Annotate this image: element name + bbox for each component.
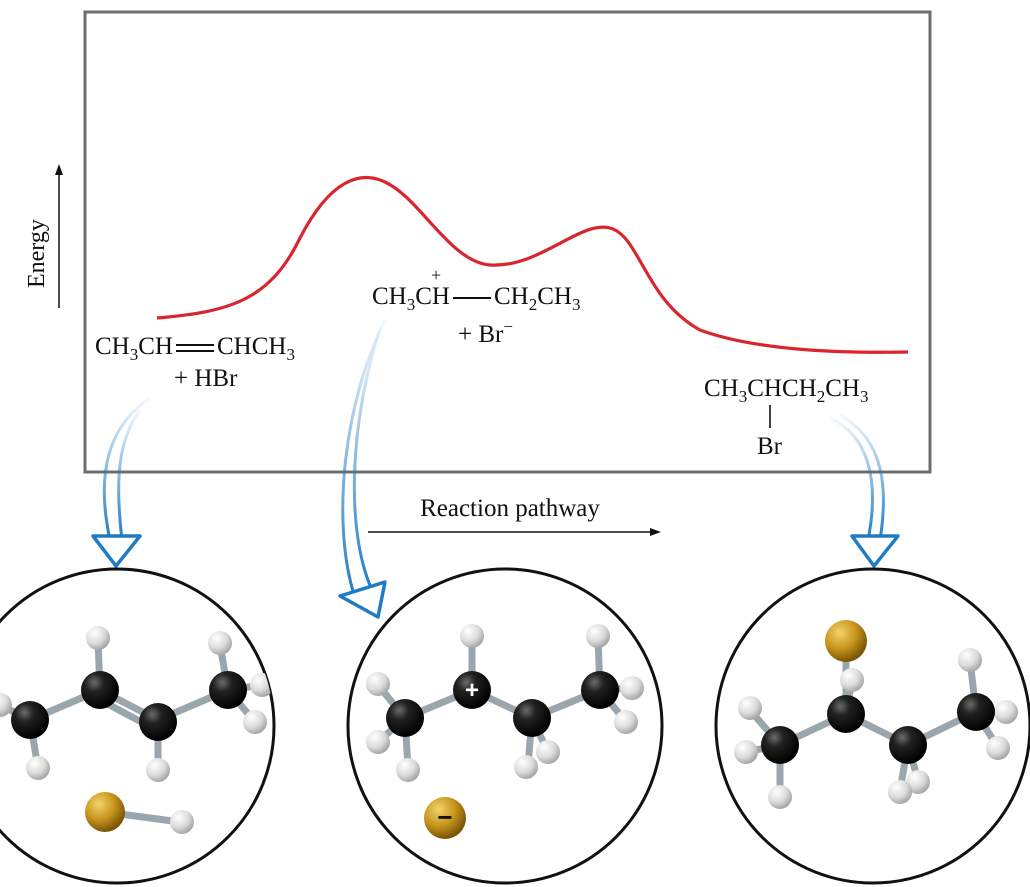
pathway-arrowhead xyxy=(650,528,661,536)
bromide-text: + Br xyxy=(458,321,504,348)
arrow-to-reactant-model xyxy=(91,396,151,568)
reactant-part-2: CH xyxy=(138,333,173,360)
reactant-part-1: CH xyxy=(95,333,130,360)
arrow-to-product-model xyxy=(829,413,900,568)
product-part-1: CH xyxy=(704,375,739,402)
arrow-to-intermediate-model xyxy=(338,319,387,619)
product-molecular-model xyxy=(714,567,1030,885)
product-sub-3: 3 xyxy=(859,387,869,406)
intermediate-part-3: CH xyxy=(493,283,529,310)
intermediate-part-1: CH xyxy=(372,283,407,310)
product-part-2: CHCH xyxy=(747,375,817,402)
energy-curve xyxy=(156,175,909,354)
reactant-sub-2: 3 xyxy=(286,345,295,364)
bromide-charge: − xyxy=(503,317,513,336)
reactant-molecular-model xyxy=(0,567,276,885)
anion-charge-label: − xyxy=(437,802,452,832)
energy-arrowhead xyxy=(55,164,63,175)
double-bond xyxy=(175,343,214,353)
product-sub-1: 3 xyxy=(738,387,748,406)
intermediate-molecular-model xyxy=(346,567,664,885)
single-bond xyxy=(452,293,491,303)
energy-axis-label: Energy xyxy=(24,219,50,288)
intermediate-sub-3: 3 xyxy=(571,295,581,314)
product-sub-2: 2 xyxy=(816,387,826,406)
intermediate-sub-1: 3 xyxy=(406,295,416,314)
intermediate-sub-2: 2 xyxy=(528,295,538,314)
pathway-axis-label: Reaction pathway xyxy=(420,495,600,522)
reactant-reagent: + HBr xyxy=(174,365,238,392)
carbocation-charge: + xyxy=(431,265,442,285)
product-formula: CH3CHCH2CH3 xyxy=(704,375,868,405)
cation-charge-label: + xyxy=(465,677,479,704)
product-substituent: Br xyxy=(757,433,782,460)
reactant-part-3: CHCH xyxy=(216,333,287,360)
plot-frame xyxy=(83,10,932,474)
product-part-3: CH xyxy=(825,375,860,402)
intermediate-part-2: CH xyxy=(415,283,450,310)
intermediate-counterion: + Br− xyxy=(458,318,513,348)
reactant-sub-1: 3 xyxy=(129,345,139,364)
intermediate-part-4: CH xyxy=(537,283,572,310)
